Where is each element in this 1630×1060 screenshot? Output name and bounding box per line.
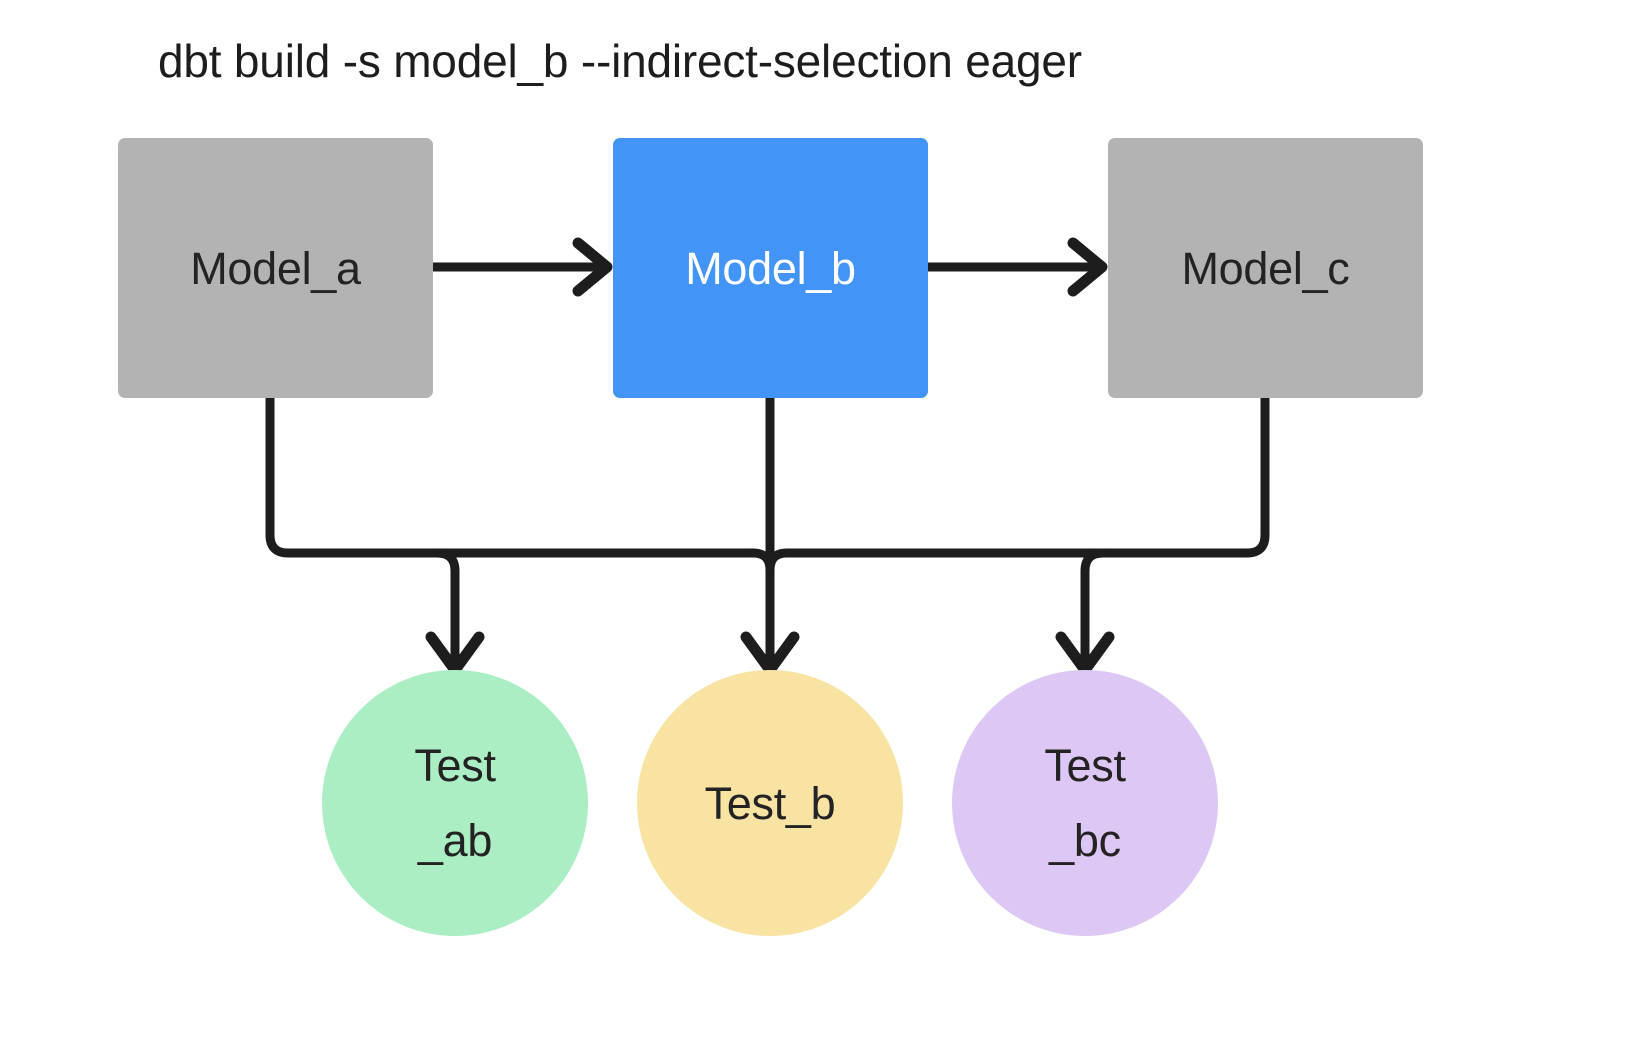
test-node-label: Test _ab xyxy=(414,740,496,866)
test-node-label-line2: _ab xyxy=(417,815,493,866)
test-node-label: Test_b xyxy=(705,781,836,826)
test-node-label-line2: _bc xyxy=(1049,815,1121,866)
page-title: dbt build -s model_b --indirect-selectio… xyxy=(158,35,1082,87)
test-node-label-line1: Test xyxy=(1044,740,1126,791)
edge-model-c-to-merge-bar xyxy=(1098,393,1270,558)
test-node-label: Test _bc xyxy=(1044,740,1126,866)
edge-model-a-to-merge-bar xyxy=(265,393,442,558)
edge-model-a-to-model-b xyxy=(428,237,613,297)
model-node-label: Model_b xyxy=(685,242,856,294)
merge-bar-center-fillets xyxy=(748,548,792,575)
model-node-label: Model_a xyxy=(190,242,361,294)
test-node-test-ab[interactable]: Test _ab xyxy=(322,670,588,936)
model-node-model-a[interactable]: Model_a xyxy=(118,138,433,398)
edge-model-b-to-test-b xyxy=(740,393,800,676)
test-node-test-bc[interactable]: Test _bc xyxy=(952,670,1218,936)
model-node-model-b[interactable]: Model_b xyxy=(613,138,928,398)
model-node-model-c[interactable]: Model_c xyxy=(1108,138,1423,398)
test-node-test-b[interactable]: Test_b xyxy=(637,670,903,936)
edge-branch-to-test-ab xyxy=(425,548,485,676)
test-node-label-line1: Test xyxy=(414,740,496,791)
test-node-label-line1: Test_b xyxy=(704,777,836,829)
model-node-label: Model_c xyxy=(1181,242,1350,294)
edge-branch-to-test-bc xyxy=(1055,548,1115,676)
edge-model-b-to-model-c xyxy=(923,237,1108,297)
